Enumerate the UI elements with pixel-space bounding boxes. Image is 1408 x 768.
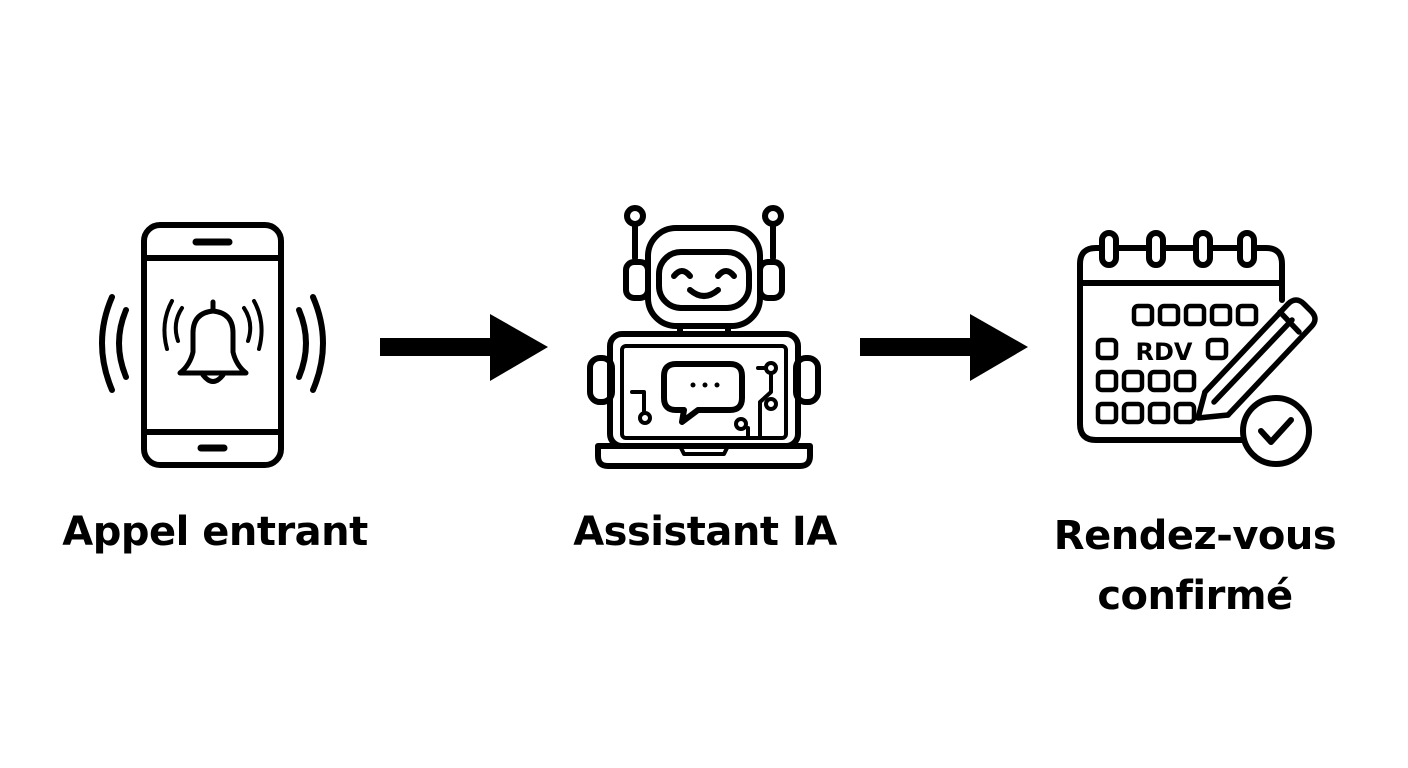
step-label-line: Rendez-vous <box>1053 513 1337 559</box>
step-label-appointment-confirmed: Rendez-vous confirmé <box>1010 506 1380 626</box>
step-label-line: Appel entrant <box>62 509 368 555</box>
step-label-line: Assistant IA <box>573 509 837 555</box>
arrow-right-icon <box>380 314 548 381</box>
arrow-right-icon <box>860 314 1028 381</box>
step-label-line: confirmé <box>1097 573 1293 619</box>
robot-assistant-icon <box>587 205 821 469</box>
calendar-confirmed-icon: RDV <box>1077 230 1318 467</box>
step-label-ai-assistant: Assistant IA <box>520 502 890 562</box>
step-label-incoming-call: Appel entrant <box>30 502 400 562</box>
ringing-phone-icon <box>99 222 326 468</box>
calendar-rdv-text: RDV <box>1136 338 1193 366</box>
